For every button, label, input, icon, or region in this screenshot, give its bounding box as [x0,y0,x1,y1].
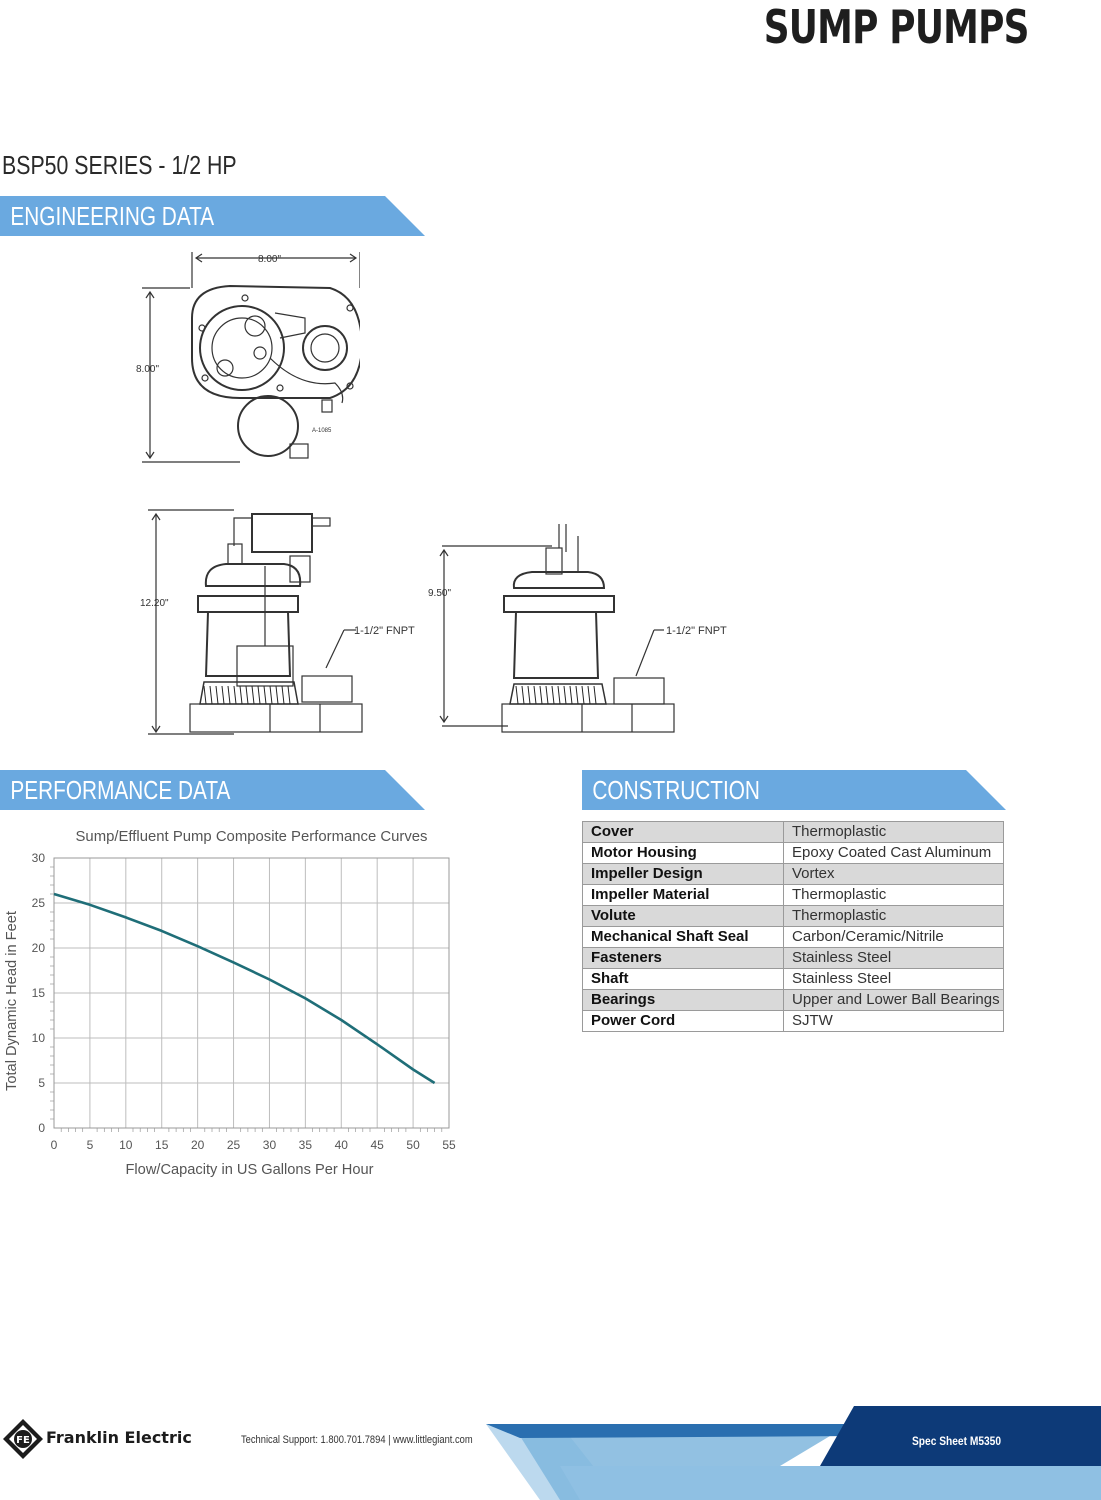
svg-text:FE: FE [16,1435,30,1446]
discharge-label-alt: 1-1/2" FNPT [666,625,727,637]
x-tick-label: 5 [87,1138,94,1152]
franklin-logo-icon: FE [3,1419,43,1459]
x-tick-label: 35 [299,1138,313,1152]
construction-value: Stainless Steel [783,968,1004,990]
construction-banner: CONSTRUCTION [582,770,1006,810]
y-tick-label: 0 [38,1121,45,1135]
construction-value: SJTW [783,1010,1004,1032]
height-dimension-alt: 9.50" [428,588,451,599]
page-title: SUMP PUMPS [764,0,1030,54]
engineering-banner: ENGINEERING DATA [0,196,425,236]
construction-label: Cover [582,821,784,843]
top-view-drawing: 8.00" 8.00" A-1085 [136,252,360,463]
x-tick-label: 20 [191,1138,205,1152]
discharge-label: 1-1/2" FNPT [354,625,415,637]
engineering-banner-label: ENGINEERING DATA [10,201,215,231]
construction-value: Thermoplastic [783,905,1004,927]
front-view-alt-drawing: 9.50" 1-1/2" FNPT [428,524,727,733]
construction-value: Epoxy Coated Cast Aluminum [783,842,1004,864]
construction-value: Thermoplastic [783,821,1004,843]
construction-banner-label: CONSTRUCTION [592,775,760,805]
y-tick-label: 5 [38,1076,45,1090]
footer-band [486,1406,1101,1500]
y-tick-label: 25 [32,896,46,910]
x-tick-label: 15 [155,1138,169,1152]
construction-value: Stainless Steel [783,947,1004,969]
footer-brand: Franklin Electric [46,1428,192,1447]
height-dimension: 12.20" [140,598,169,609]
y-tick-label: 30 [32,851,46,865]
x-tick-label: 30 [263,1138,277,1152]
construction-value: Vortex [783,863,1004,885]
x-tick-label: 25 [227,1138,241,1152]
x-tick-label: 10 [119,1138,133,1152]
front-view-drawing: 12.20" 1-1/2" FNPT [140,509,415,735]
footer-sheet-number: Spec Sheet M5350 [912,1434,1002,1448]
construction-label: Impeller Design [582,863,784,885]
x-tick-label: 0 [51,1138,58,1152]
depth-dimension: 8.00" [136,364,159,375]
performance-banner: PERFORMANCE DATA [0,770,425,810]
width-dimension: 8.00" [258,254,281,265]
part-tag: A-1085 [312,428,332,434]
plot-frame [53,857,450,1129]
construction-label: Motor Housing [582,842,784,864]
performance-chart: 0 5 10 15 20 25 30 35 40 45 50 55 0 5 10 15 20 25 30 Sump/E… [3,828,456,1178]
construction-label: Mechanical Shaft Seal [582,926,784,948]
y-axis-label: Total Dynamic Head in Feet [3,910,20,1091]
x-tick-label: 50 [406,1138,420,1152]
construction-label: Bearings [582,989,784,1011]
x-tick-label: 45 [371,1138,385,1152]
construction-label: Fasteners [582,947,784,969]
x-tick-label: 40 [335,1138,349,1152]
y-tick-label: 10 [32,1031,46,1045]
construction-label: Volute [582,905,784,927]
x-tick-label: 55 [442,1138,456,1152]
y-tick-label: 20 [32,941,46,955]
performance-curve [53,892,436,1085]
construction-label: Power Cord [582,1010,784,1032]
construction-value: Upper and Lower Ball Bearings [783,989,1004,1011]
footer-support: Technical Support: 1.800.701.7894 | www.… [241,1434,473,1446]
construction-label: Impeller Material [582,884,784,906]
construction-value: Carbon/Ceramic/Nitrile [783,926,1004,948]
construction-value: Thermoplastic [783,884,1004,906]
x-axis-label: Flow/Capacity in US Gallons Per Hour [126,1161,374,1178]
chart-title: Sump/Effluent Pump Composite Performance… [76,828,428,845]
y-tick-label: 15 [32,986,46,1000]
performance-banner-label: PERFORMANCE DATA [10,775,231,805]
series-heading: BSP50 SERIES - 1/2 HP [2,150,237,180]
construction-label: Shaft [582,968,784,990]
